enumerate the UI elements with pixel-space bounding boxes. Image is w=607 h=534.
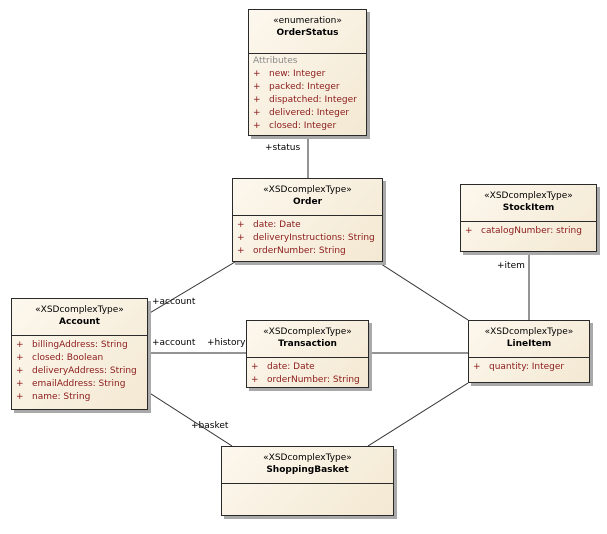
stereotype-label: «XSDcomplexType» — [263, 453, 352, 463]
attribute: +quantity: Integer — [473, 362, 565, 372]
role-label-account-order: +account — [152, 297, 196, 307]
attribute: +packed: Integer — [253, 82, 340, 92]
association-account-shoppingbasket — [147, 391, 233, 447]
attribute: +date: Date — [237, 220, 301, 230]
attribute: +catalogNumber: string — [465, 226, 582, 236]
role-label-item: +item — [497, 261, 525, 271]
class-orderstatus[interactable]: «enumeration» OrderStatus Attributes +ne… — [248, 9, 367, 136]
attribute: +date: Date — [251, 362, 315, 372]
stereotype-label: «XSDcomplexType» — [35, 305, 124, 315]
stereotype-label: «XSDcomplexType» — [263, 327, 352, 337]
role-label-status: +status — [265, 143, 301, 153]
class-name: Order — [292, 197, 323, 207]
stereotype-label: «enumeration» — [273, 16, 342, 26]
attribute: +deliveryAddress: String — [16, 366, 137, 376]
attribute: +name: String — [16, 392, 91, 402]
class-transaction[interactable]: «XSDcomplexType» Transaction +date: Date… — [246, 320, 369, 388]
role-label-basket: +basket — [191, 421, 229, 431]
association-shoppingbasket-lineitem — [367, 382, 469, 447]
class-order[interactable]: «XSDcomplexType» Order +date: Date +deli… — [232, 178, 383, 262]
class-name: Account — [59, 317, 100, 327]
class-name: OrderStatus — [276, 28, 339, 38]
attribute: +dispatched: Integer — [253, 95, 357, 105]
association-account-order — [147, 261, 236, 315]
class-name: StockItem — [502, 203, 555, 213]
compartment-divider — [461, 221, 596, 222]
attribute: +orderNumber: String — [251, 375, 360, 385]
attribute: +orderNumber: String — [237, 246, 346, 256]
compartment-divider — [233, 215, 382, 216]
attribute: +closed: Integer — [253, 121, 337, 131]
class-stockitem[interactable]: «XSDcomplexType» StockItem +catalogNumbe… — [460, 184, 597, 252]
attribute: +new: Integer — [253, 69, 326, 79]
role-label-account-history: +account — [152, 338, 196, 348]
compartment-divider — [222, 483, 393, 484]
role-label-history: +history — [207, 338, 246, 348]
compartment-divider — [249, 53, 366, 54]
compartment-divider — [247, 357, 368, 358]
attribute: +deliveryInstructions: String — [237, 233, 375, 243]
attribute: +delivered: Integer — [253, 108, 350, 118]
class-name: ShoppingBasket — [266, 465, 349, 475]
stereotype-label: «XSDcomplexType» — [484, 191, 573, 201]
stereotype-label: «XSDcomplexType» — [263, 185, 352, 195]
class-shoppingbasket[interactable]: «XSDcomplexType» ShoppingBasket — [221, 446, 394, 516]
class-account[interactable]: «XSDcomplexType» Account +billingAddress… — [11, 298, 148, 410]
attribute: +billingAddress: String — [16, 340, 128, 350]
compartment-divider — [12, 335, 147, 336]
section-label: Attributes — [253, 56, 298, 66]
class-name: LineItem — [506, 339, 552, 349]
attribute: +closed: Boolean — [16, 353, 104, 363]
stereotype-label: «XSDcomplexType» — [484, 327, 574, 337]
compartment-divider — [469, 357, 589, 358]
class-lineitem[interactable]: «XSDcomplexType» LineItem +quantity: Int… — [468, 320, 590, 383]
class-name: Transaction — [278, 339, 337, 349]
association-order-lineitem — [377, 261, 469, 321]
attribute: +emailAddress: String — [16, 379, 126, 389]
